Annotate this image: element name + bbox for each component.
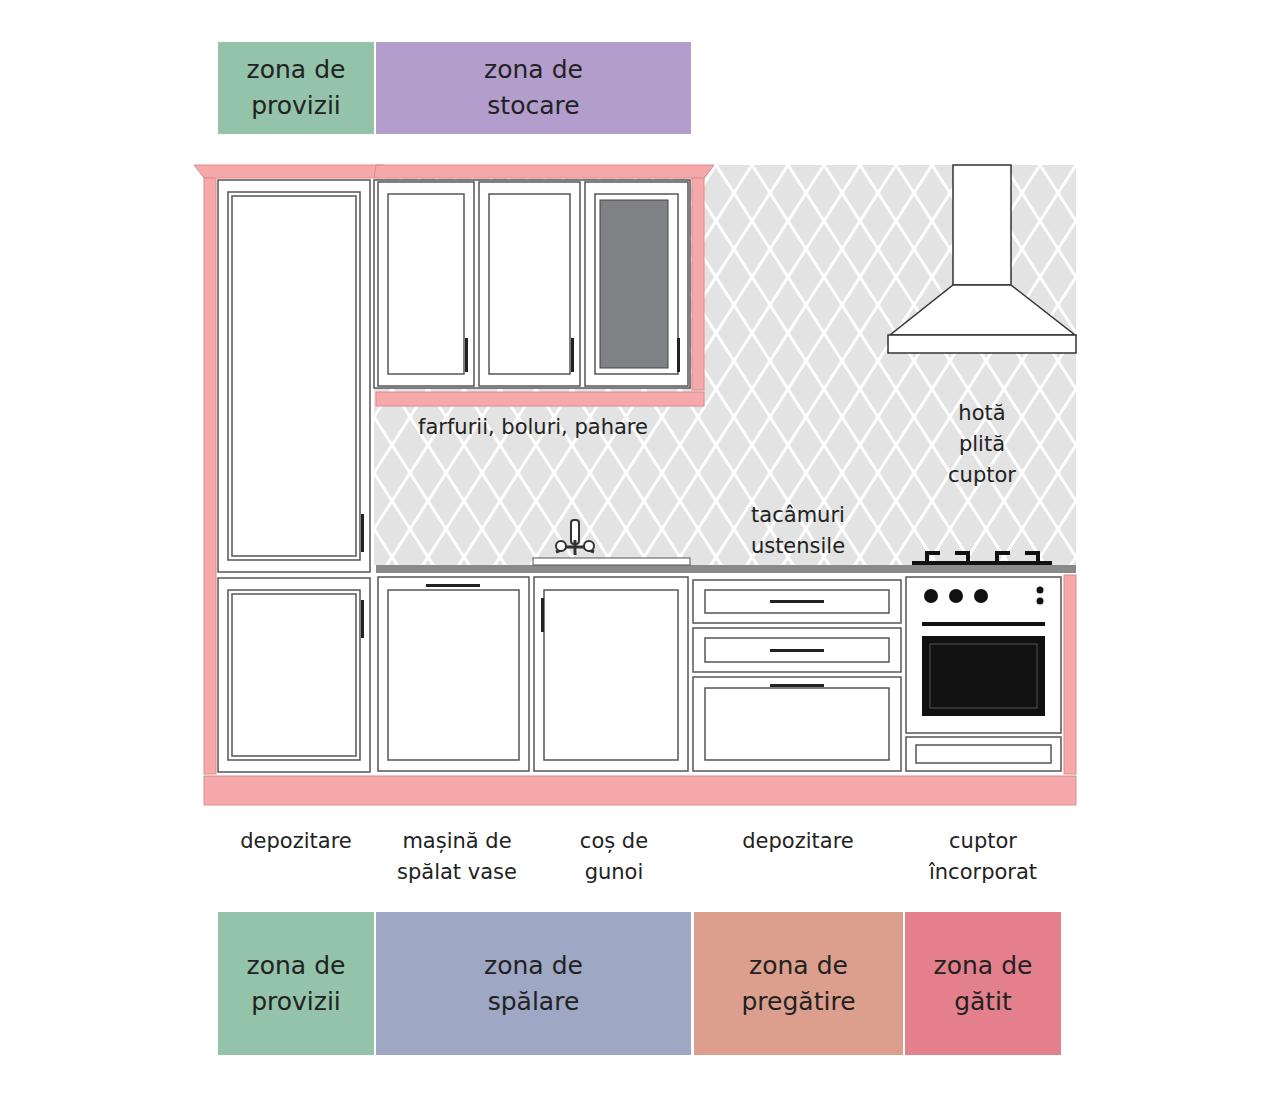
backsplash xyxy=(374,165,1076,565)
cabinet-label: mașină de spălat vase xyxy=(382,826,532,888)
zone-band: zona de provizii xyxy=(218,42,374,134)
zone-band: zona de pregătire xyxy=(694,912,903,1055)
zone-band: zona de spălare xyxy=(376,912,691,1055)
oven xyxy=(922,587,1045,717)
contents-label: tacâmuri ustensile xyxy=(731,500,866,562)
cabinet-label: depozitare xyxy=(723,826,873,857)
zone-band: zona de provizii xyxy=(218,912,374,1055)
cooktop xyxy=(912,553,1052,565)
zone-name: zona de provizii xyxy=(224,52,368,124)
frame xyxy=(194,165,1076,805)
sink-faucet xyxy=(533,520,690,565)
zone-name: zona de spălare xyxy=(459,948,609,1020)
zone-name: zona de stocare xyxy=(459,52,609,124)
countertop xyxy=(376,565,1076,573)
zone-name: zona de gătit xyxy=(911,948,1055,1020)
range-hood xyxy=(888,165,1076,353)
cabinet-label: cuptor încorporat xyxy=(911,826,1056,888)
zone-band: zona de stocare xyxy=(376,42,691,134)
cabinet-label: depozitare xyxy=(221,826,371,857)
appliance-label: hotă plită cuptor xyxy=(936,398,1028,491)
zone-band: zona de gătit xyxy=(905,912,1061,1055)
glass-pane xyxy=(600,200,668,368)
cabinet-label: coș de gunoi xyxy=(559,826,669,888)
contents-label: farfurii, boluri, pahare xyxy=(383,412,683,443)
zone-name: zona de provizii xyxy=(224,948,368,1020)
cabinets xyxy=(218,180,1061,772)
zone-name: zona de pregătire xyxy=(724,948,874,1020)
